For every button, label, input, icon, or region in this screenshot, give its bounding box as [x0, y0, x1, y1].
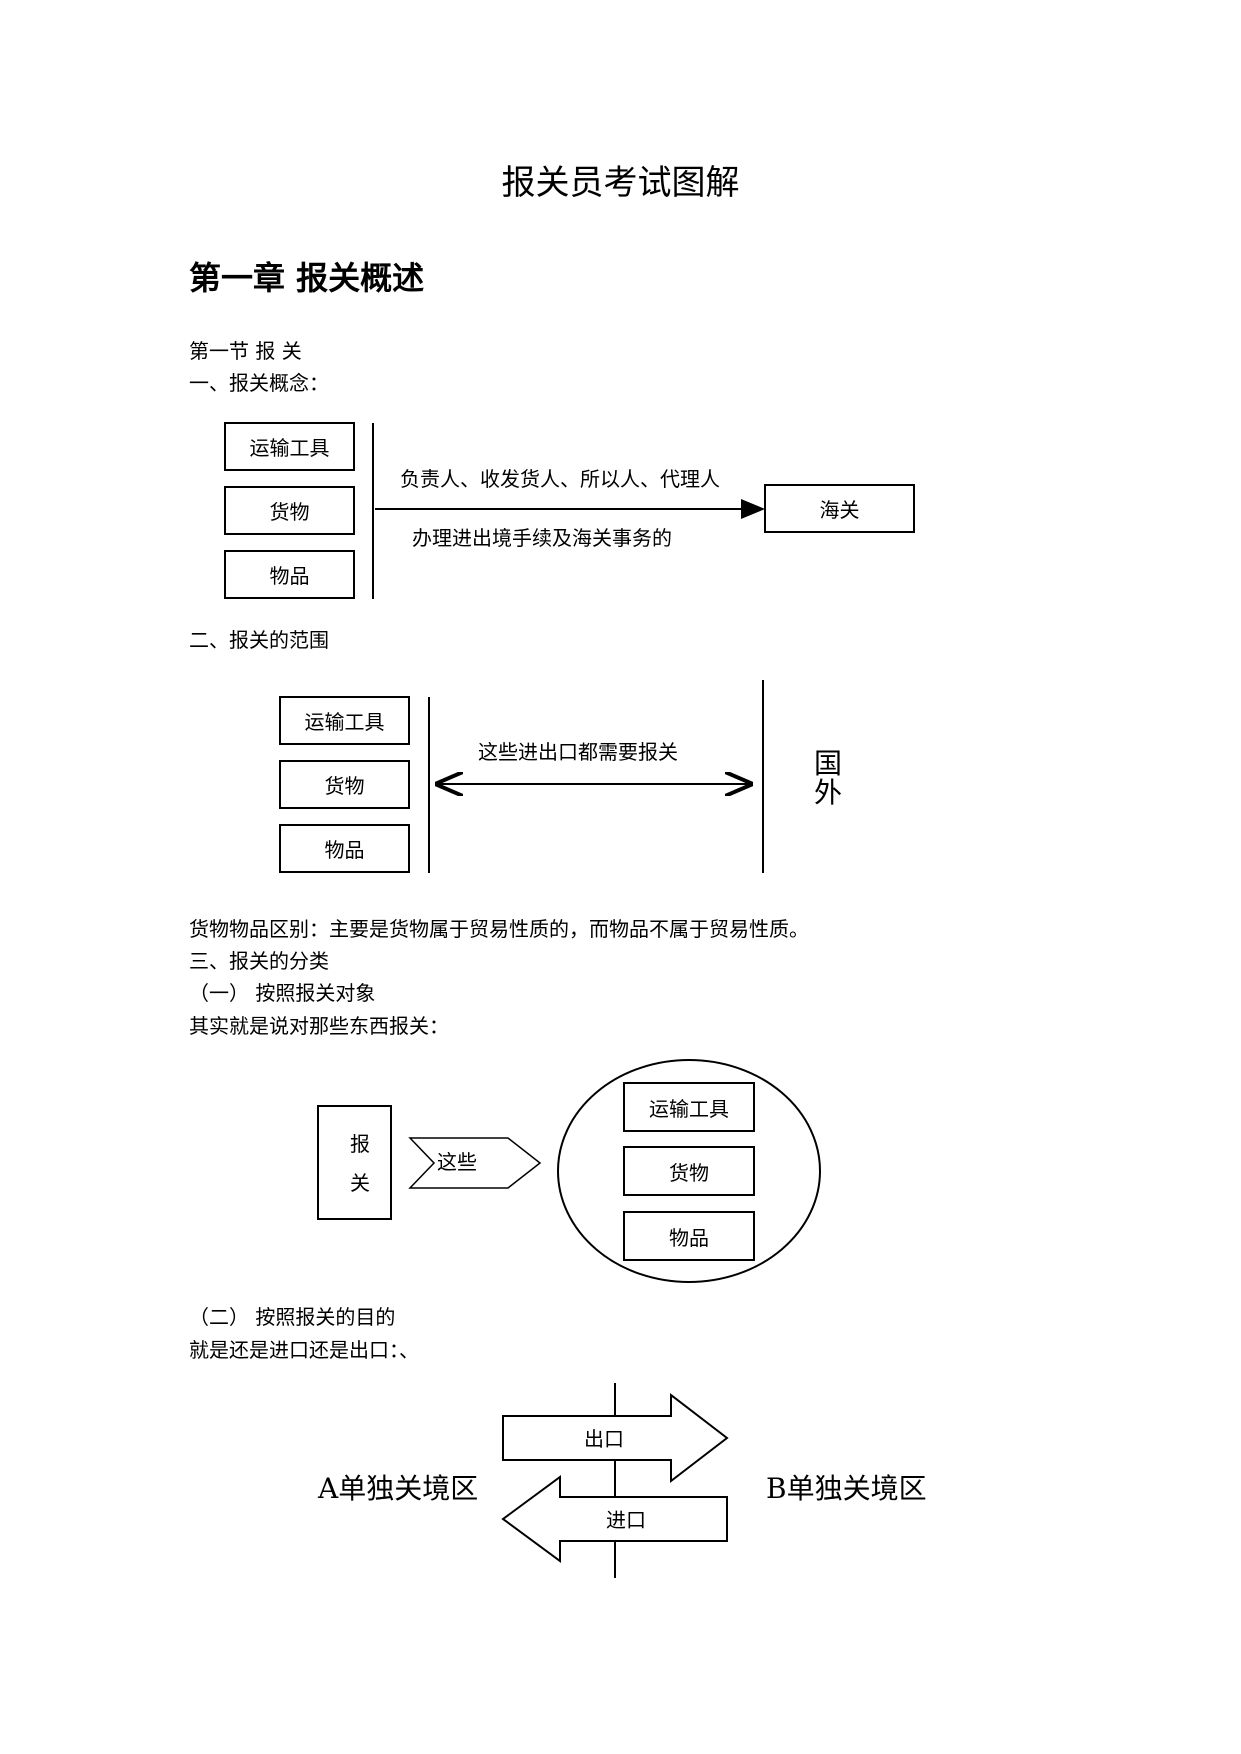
scope-box-articles: 物品: [279, 824, 410, 873]
item-box-transport: 运输工具: [224, 422, 355, 471]
declarant-label: 负责人、收发货人、所以人、代理人: [400, 467, 720, 491]
area-a-label: A单独关境区: [318, 1472, 479, 1505]
document-title: 报关员考试图解: [501, 163, 740, 203]
customs-box: 海关: [764, 484, 915, 533]
heading-scope: 二、报关的范围: [189, 628, 329, 652]
heading-classification: 三、报关的分类: [189, 949, 329, 973]
export-label: 出口: [584, 1427, 624, 1451]
section-heading: 第一节 报 关: [189, 339, 302, 363]
heading-concept: 一、报关概念：: [189, 371, 329, 395]
scope-box-goods: 货物: [279, 760, 410, 809]
object-box-articles: 物品: [623, 1211, 755, 1261]
import-label: 进口: [606, 1508, 646, 1532]
chapter-heading: 第一章 报关概述: [189, 259, 425, 297]
abroad-label-1: 国: [814, 747, 843, 780]
distinction-text: 货物物品区别：主要是货物属于贸易性质的，而物品不属于贸易性质。: [189, 917, 809, 941]
declare-label-1: 报: [350, 1132, 370, 1156]
area-b-label: B单独关境区: [766, 1472, 927, 1505]
item-box-articles: 物品: [224, 550, 355, 599]
abroad-label-2: 外: [814, 776, 843, 809]
declare-label-2: 关: [350, 1171, 370, 1195]
object-box-goods: 货物: [623, 1146, 755, 1196]
these-label: 这些: [437, 1150, 477, 1174]
object-explanation: 其实就是说对那些东西报关：: [189, 1014, 449, 1038]
item-box-goods: 货物: [224, 486, 355, 535]
procedure-label: 办理进出境手续及海关事务的: [412, 526, 672, 550]
object-box-transport: 运输工具: [623, 1082, 755, 1132]
scope-box-transport: 运输工具: [279, 696, 410, 745]
scope-label: 这些进出口都需要报关: [478, 740, 678, 764]
purpose-explanation: 就是还是进口还是出口：、: [189, 1338, 419, 1362]
subheading-purpose: （二） 按照报关的目的: [189, 1305, 396, 1329]
subheading-object: （一） 按照报关对象: [189, 981, 376, 1005]
